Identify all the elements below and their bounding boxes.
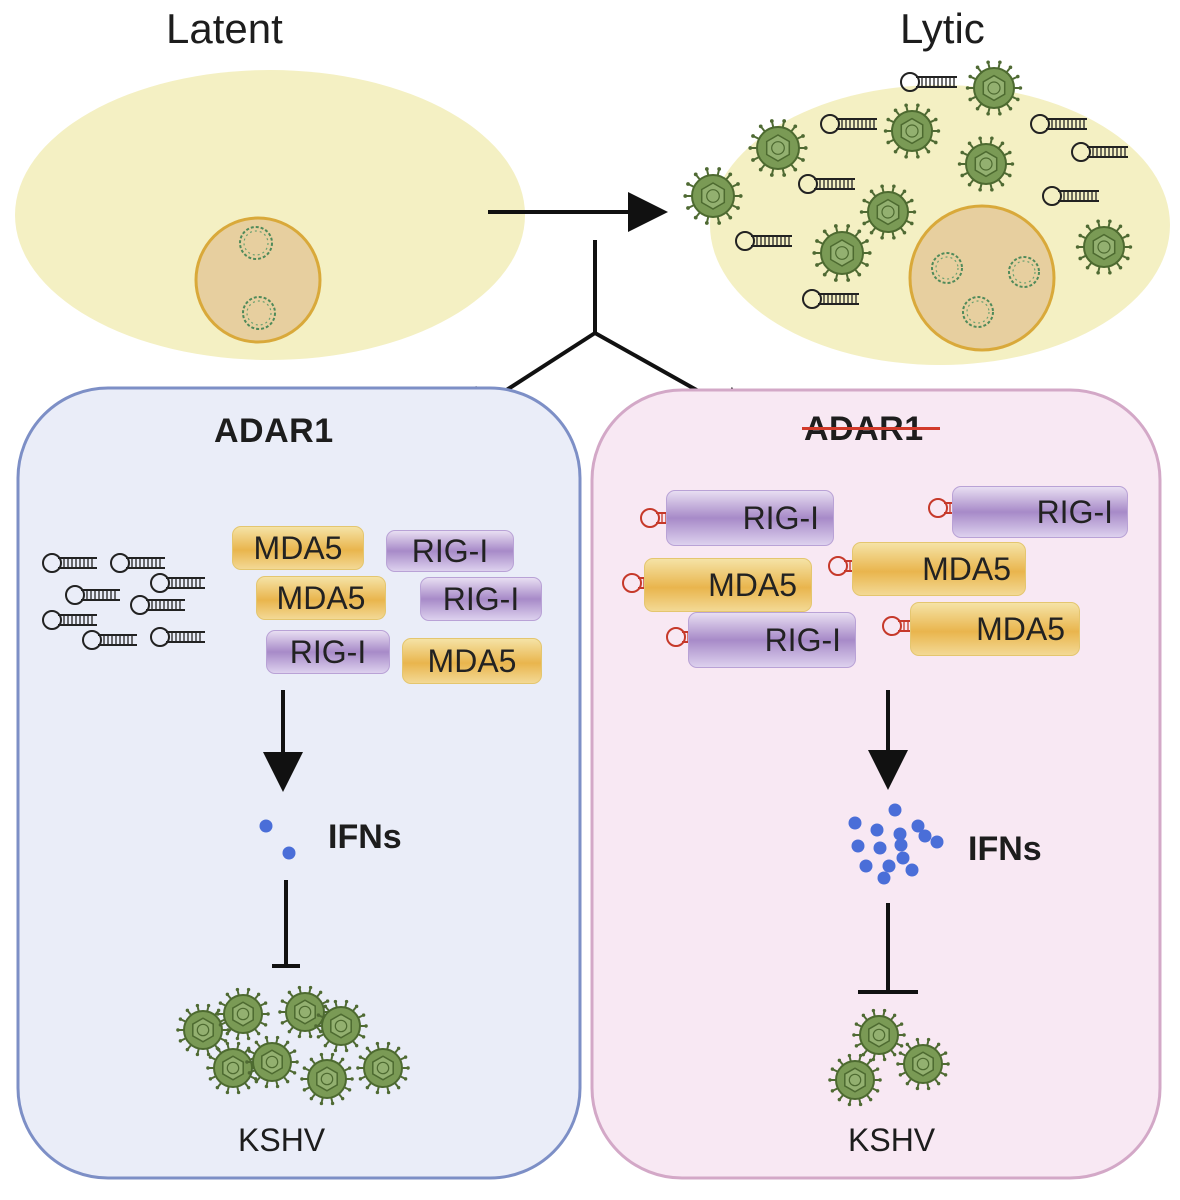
dsrna-hairpin-icon (1071, 142, 1128, 162)
left-kshv-label: KSHV (238, 1122, 326, 1158)
right-kshv-virions (828, 1008, 950, 1107)
lytic-label: Lytic (900, 5, 985, 52)
dsrna-hairpin-icon (130, 595, 185, 615)
sensor-chip-mda5: MDA5 (402, 638, 542, 684)
kshv-virion-icon (852, 1008, 906, 1062)
kshv-virion-icon (965, 60, 1023, 116)
kshv-virion-icon (300, 1052, 354, 1106)
sensor-chip-mda5: MDA5 (910, 602, 1080, 656)
kshv-virion-icon (748, 119, 808, 177)
viral-episome-icon (962, 296, 994, 328)
lytic-dsrna (735, 72, 1128, 309)
dsrna-hairpin-icon (1042, 186, 1099, 206)
kshv-virion-icon (356, 1041, 410, 1095)
ifn-molecule-icon (896, 851, 910, 865)
kshv-virion-icon (206, 1041, 260, 1095)
kshv-virion-icon (176, 1003, 230, 1057)
left-kshv-virions (176, 985, 410, 1106)
dsrna-hairpin-icon (1030, 114, 1087, 134)
left-ifn-dots (259, 819, 296, 860)
left-inhibition (272, 880, 300, 968)
kshv-virion-icon (216, 987, 270, 1041)
sensor-chip-rig-i: RIG-I (420, 577, 542, 621)
ifn-molecule-icon (882, 859, 896, 873)
sensor-chip-rig-i: RIG-I (666, 490, 834, 546)
lytic-virions (683, 60, 1133, 282)
kshv-virion-icon (883, 103, 941, 159)
ifn-molecule-icon (282, 846, 296, 860)
kshv-virion-icon (828, 1053, 882, 1107)
sensor-chip-mda5: MDA5 (852, 542, 1026, 596)
ifn-molecule-icon (930, 835, 944, 849)
left-ifns-label: IFNs (328, 818, 402, 856)
right-ifns-label: IFNs (968, 830, 1042, 868)
viral-episome-icon (1008, 256, 1040, 288)
ifn-molecule-icon (859, 859, 873, 873)
kshv-virion-icon (1075, 219, 1133, 275)
dsrna-hairpin-icon (82, 630, 137, 650)
dsrna-hairpin-icon (42, 610, 97, 630)
ifn-molecule-icon (918, 829, 932, 843)
ifn-molecule-icon (893, 827, 907, 841)
kshv-virion-icon (812, 224, 872, 282)
dsrna-hairpin-icon (798, 174, 855, 194)
lytic-episomes (931, 252, 1040, 328)
latent-label: Latent (166, 5, 283, 52)
latent-cell (15, 70, 525, 360)
dsrna-hairpin-icon (150, 627, 205, 647)
dsrna-hairpin-icon (42, 553, 97, 573)
sensor-chip-mda5: MDA5 (256, 576, 386, 620)
sensor-chip-rig-i: RIG-I (266, 630, 390, 674)
adar1-strikethrough (802, 427, 940, 430)
sensor-chip-mda5: MDA5 (232, 526, 364, 570)
dsrna-hairpin-icon (110, 553, 165, 573)
ifn-molecule-icon (870, 823, 884, 837)
dsrna-hairpin-icon (820, 114, 877, 134)
dsrna-hairpin-icon (150, 573, 205, 593)
kshv-virion-icon (245, 1035, 299, 1089)
ifn-molecule-icon (259, 819, 273, 833)
right-inhibition (858, 903, 918, 994)
ifn-molecule-icon (873, 841, 887, 855)
ifn-molecule-icon (848, 816, 862, 830)
right-kshv-label: KSHV (848, 1122, 936, 1158)
kshv-virion-icon (859, 184, 917, 240)
sensor-chip-rig-i: RIG-I (688, 612, 856, 668)
right-ifn-dots (848, 803, 944, 885)
kshv-virion-icon (683, 167, 743, 225)
ifn-molecule-icon (905, 863, 919, 877)
kshv-virion-icon (896, 1037, 950, 1091)
sensor-chip-rig-i: RIG-I (386, 530, 514, 572)
left-panel-title: ADAR1 (214, 412, 334, 450)
lytic-nucleus (908, 204, 1056, 352)
ifn-molecule-icon (911, 819, 925, 833)
ifn-molecule-icon (851, 839, 865, 853)
ifn-molecule-icon (894, 838, 908, 852)
kshv-virion-icon (957, 136, 1015, 192)
ifn-molecule-icon (877, 871, 891, 885)
left-panel (16, 386, 582, 1180)
dsrna-hairpin-icon (802, 289, 859, 309)
latent-episomes (239, 226, 276, 330)
viral-episome-icon (931, 252, 963, 284)
dsrna-hairpin-icon (735, 231, 792, 251)
viral-episome-icon (239, 226, 273, 260)
left-dsrna-cluster (42, 553, 205, 650)
latent-nucleus (194, 216, 322, 344)
kshv-virion-icon (314, 999, 368, 1053)
dsrna-hairpin-icon (900, 72, 957, 92)
dsrna-hairpin-icon (65, 585, 120, 605)
viral-episome-icon (242, 296, 276, 330)
sensor-chip-mda5: MDA5 (644, 558, 812, 612)
ifn-molecule-icon (888, 803, 902, 817)
sensor-chip-rig-i: RIG-I (952, 486, 1128, 538)
